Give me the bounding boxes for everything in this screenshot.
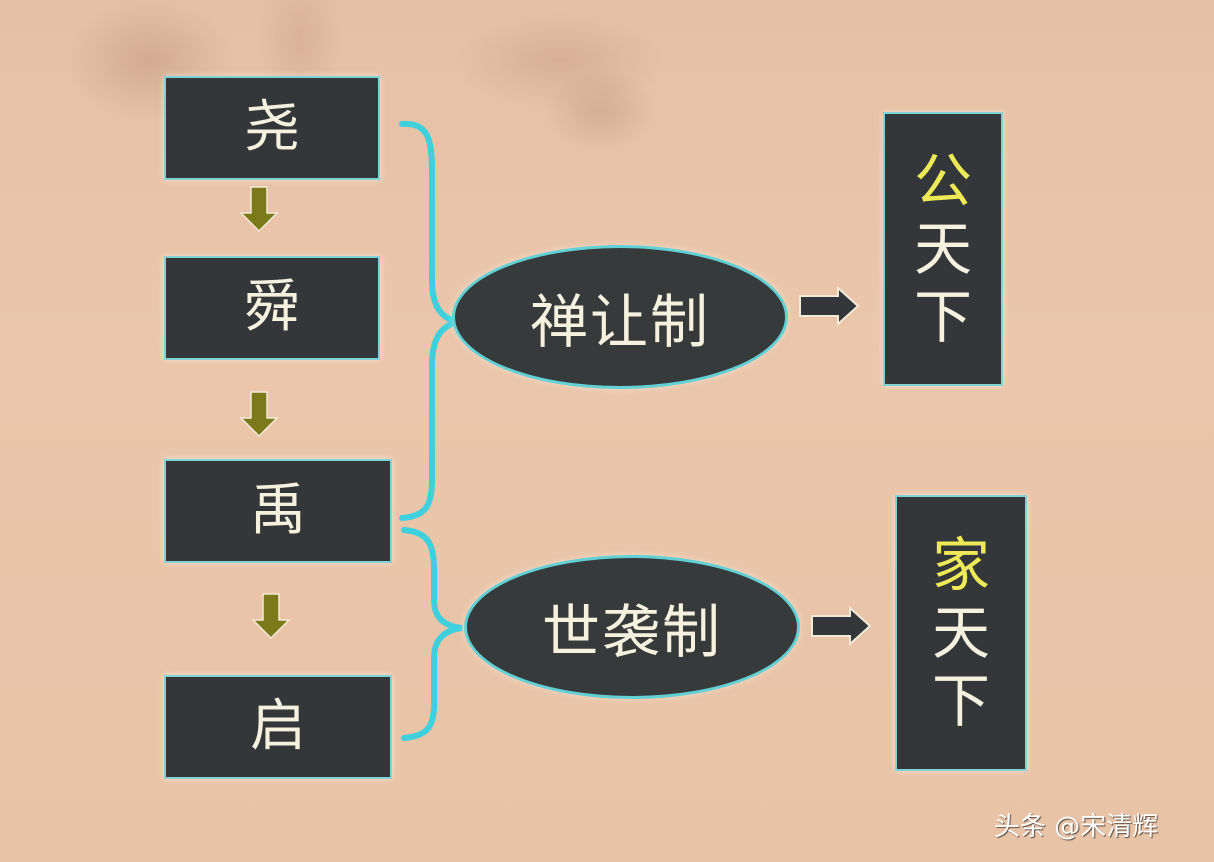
system-ellipse-hereditary: 世袭制 [467, 558, 797, 696]
result-box-public-realm: 公 天 下 [885, 114, 1001, 384]
result-char: 天 [931, 599, 990, 667]
system-label: 世袭制 [541, 598, 722, 666]
result-char: 下 [913, 283, 972, 351]
result-box-family-realm: 家 天 下 [897, 497, 1025, 769]
down-arrow-icon [239, 391, 279, 438]
ruler-label: 禹 [250, 478, 306, 543]
system-label: 禅让制 [529, 288, 710, 356]
result-char-highlight: 家 [931, 531, 990, 599]
ruler-box-yao: 尧 [166, 78, 378, 178]
ruler-box-yu: 禹 [166, 461, 390, 561]
ruler-box-qi: 启 [166, 677, 390, 777]
down-arrow-icon [239, 186, 279, 233]
system-ellipse-abdication: 禅让制 [455, 248, 785, 386]
result-char: 下 [931, 667, 990, 735]
ruler-label: 尧 [244, 95, 300, 160]
result-char: 天 [913, 215, 972, 283]
watermark: 头条 @宋清辉 [994, 812, 1159, 842]
ruler-box-shun: 舜 [166, 258, 378, 358]
result-char-highlight: 公 [913, 147, 972, 215]
ruler-label: 启 [250, 694, 306, 759]
right-arrow-icon [811, 606, 872, 646]
right-arrow-icon [799, 286, 860, 326]
down-arrow-icon [251, 593, 291, 640]
ruler-label: 舜 [244, 275, 300, 340]
